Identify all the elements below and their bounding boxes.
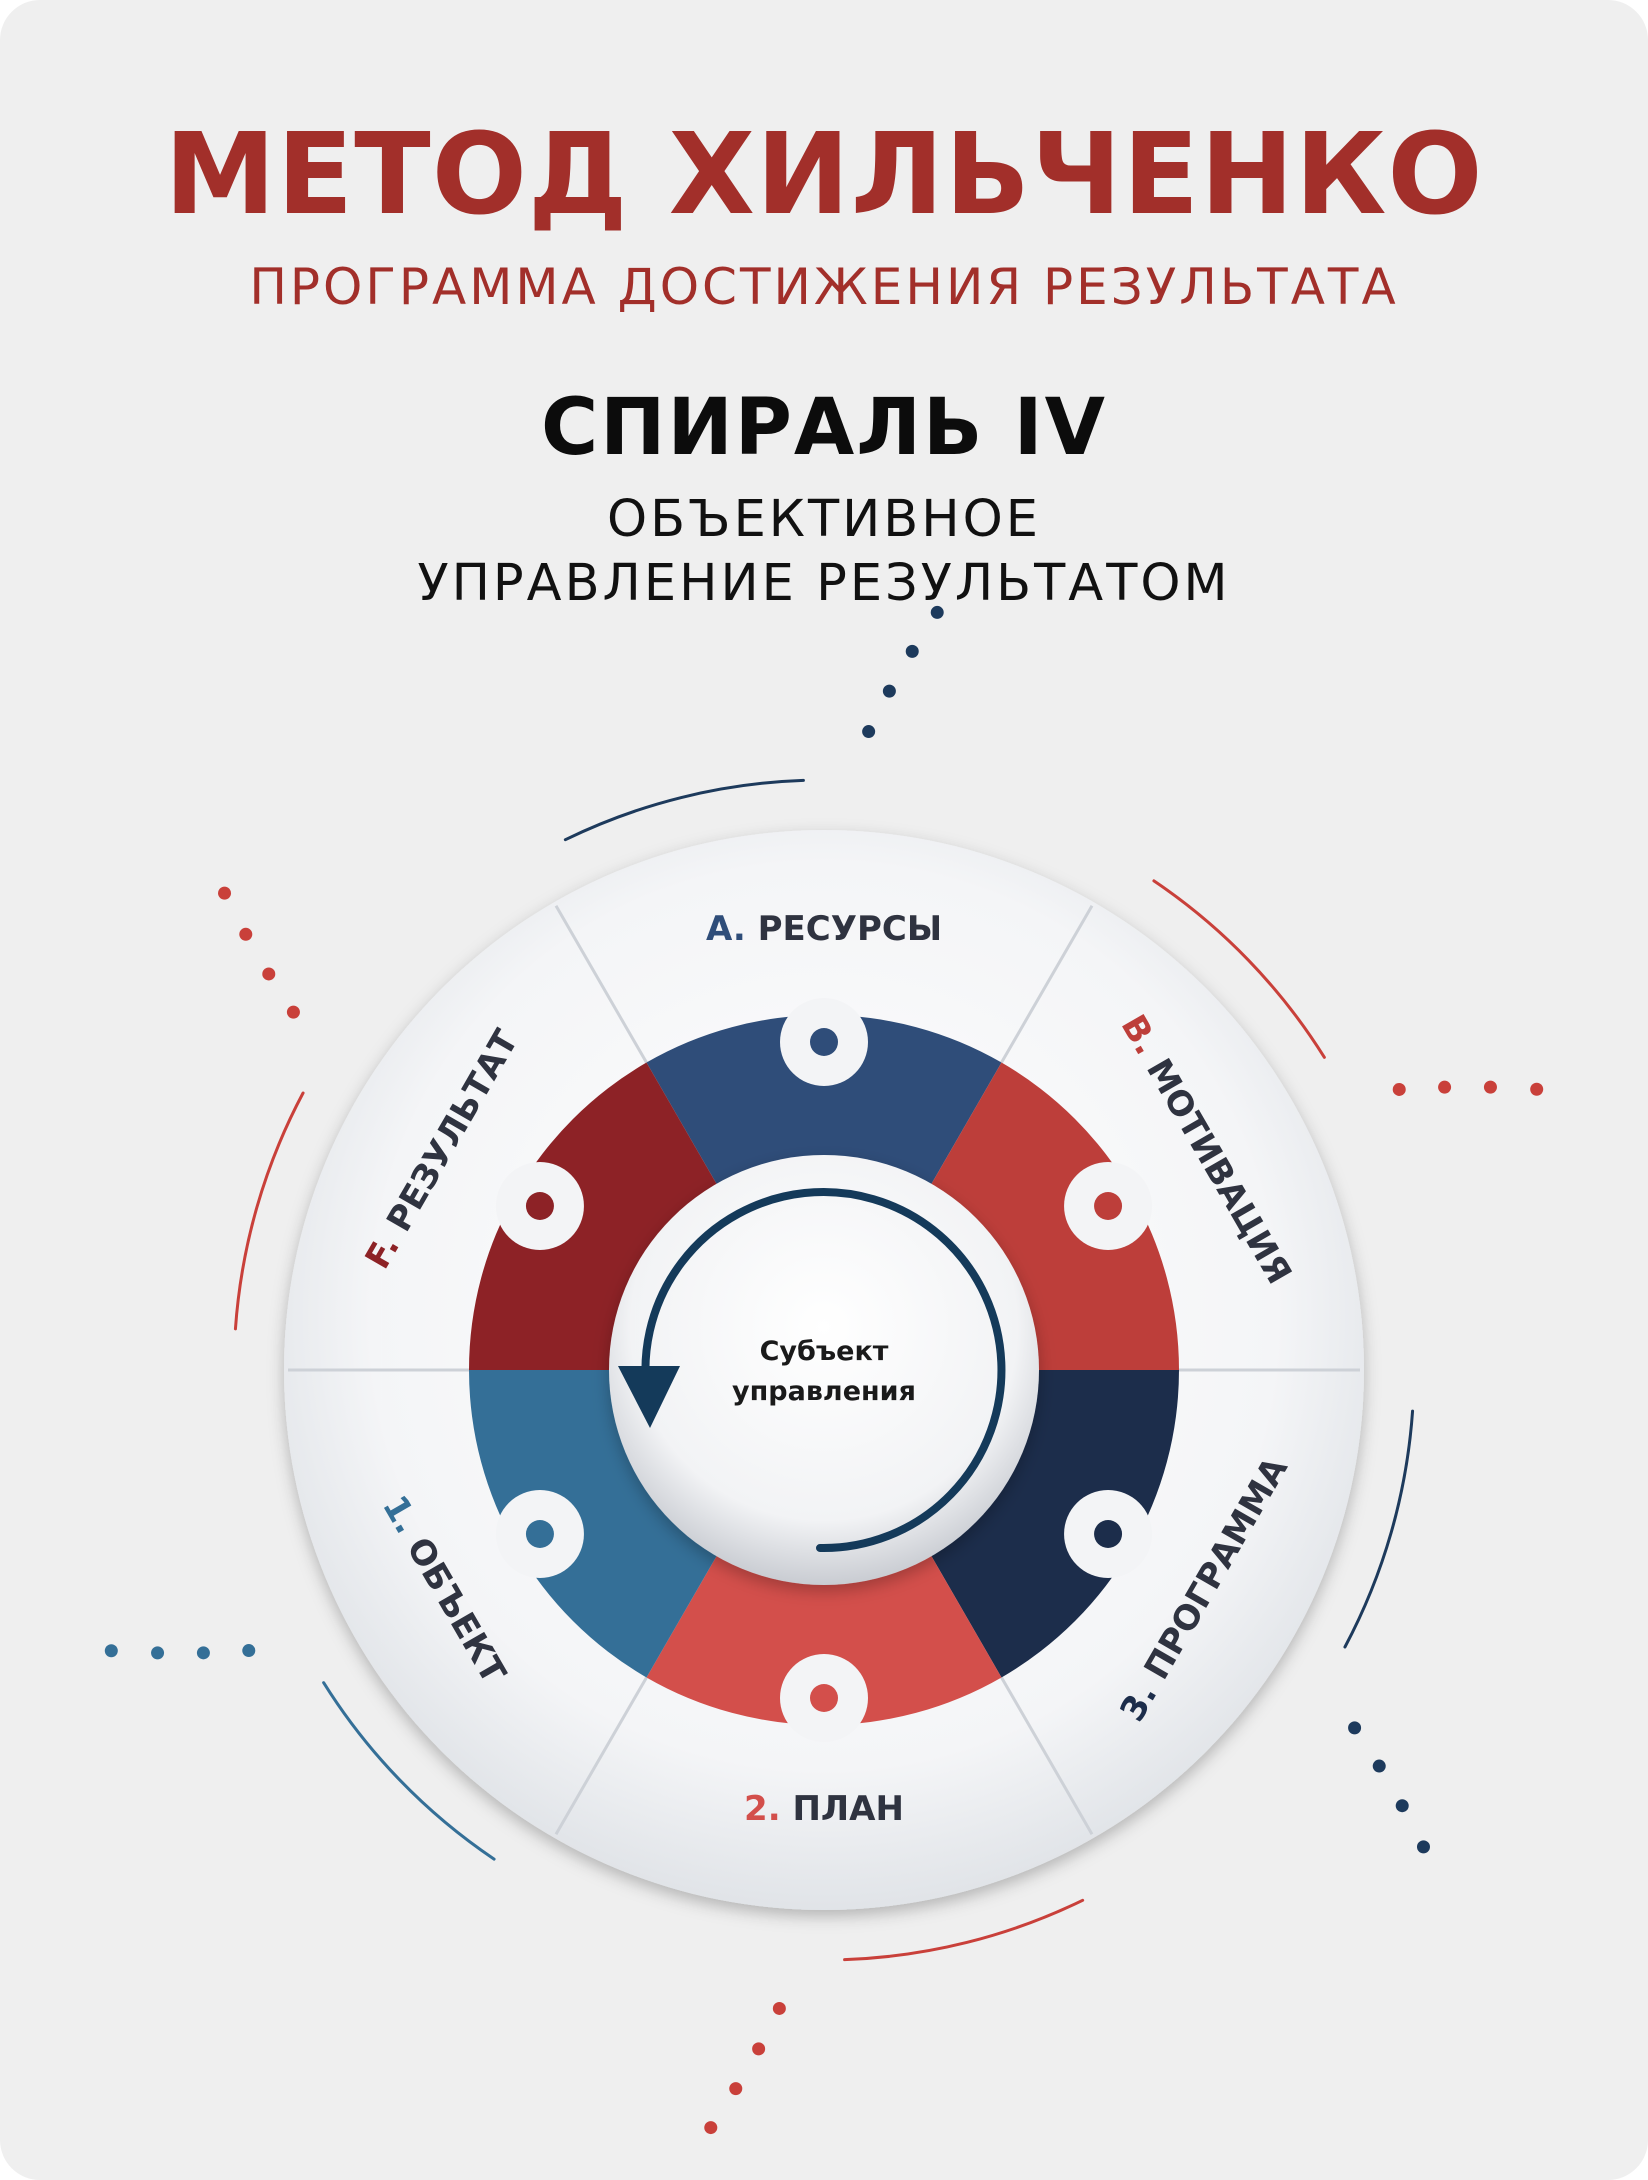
decorative-dot [1395, 1799, 1409, 1813]
decorative-dots [104, 605, 1544, 2135]
decorative-dot [262, 967, 276, 981]
ring-divider-1 [1000, 905, 1094, 1064]
decorative-dot [1392, 1082, 1406, 1096]
decorative-dot [704, 2121, 718, 2135]
decorative-dot [862, 725, 876, 739]
segment-1 [929, 1062, 1179, 1370]
decorative-dot [242, 1644, 256, 1658]
segment-2 [929, 1370, 1179, 1678]
outer-ring-dividers [288, 905, 1360, 1835]
ring-divider-4 [554, 1676, 648, 1835]
decorative-dot [151, 1646, 165, 1660]
spiral-subheading: ОБЪЕКТИВНОЕ УПРАВЛЕНИЕ РЕЗУЛЬТАТОМ [0, 488, 1648, 616]
decorative-dot [1348, 1721, 1362, 1735]
decorative-dot [772, 2001, 786, 2015]
outer-arcs [233, 778, 1415, 1962]
connector-dot-1 [1094, 1192, 1123, 1220]
decorative-dot [218, 886, 232, 900]
segment-0 [646, 1015, 1002, 1189]
segment-4 [469, 1370, 719, 1678]
segment-label-0: A. РЕСУРСЫ [706, 909, 942, 949]
segment-name-0: РЕСУРСЫ [758, 909, 942, 949]
connector-dot-3 [810, 1684, 838, 1712]
decorative-dot [239, 927, 253, 941]
decorative-arc-0 [563, 778, 805, 842]
center-label-line1: Субъект [760, 1336, 889, 1367]
decorative-dot [1530, 1082, 1544, 1096]
decorative-arc-1 [1152, 879, 1326, 1059]
segment-5 [469, 1062, 719, 1370]
decorative-dot [196, 1646, 210, 1660]
connector-dot-2 [1094, 1520, 1123, 1548]
spiral-subheading-line2: УПРАВЛЕНИЕ РЕЗУЛЬТАТОМ [417, 554, 1231, 613]
spiral-heading: СПИРАЛЬ IV [540, 383, 1108, 473]
colored-segments [469, 1015, 1179, 1725]
decorative-dot [286, 1005, 300, 1019]
cycle-arrow-icon [641, 1188, 1006, 1553]
decorative-dot [104, 1644, 118, 1658]
program-subtitle: ПРОГРАММА ДОСТИЖЕНИЯ РЕЗУЛЬТАТА [249, 258, 1399, 316]
decorative-dot [1416, 1840, 1430, 1854]
decorative-arc-5 [233, 1091, 305, 1331]
segment-name-3: ПЛАН [792, 1789, 903, 1829]
segment-label-3: 2. ПЛАН [744, 1789, 904, 1829]
decorative-dot [1483, 1080, 1497, 1094]
segment-3 [646, 1551, 1002, 1725]
decorative-arc-4 [322, 1681, 496, 1861]
segment-prefix-0: A. [706, 909, 758, 949]
spiral-subheading-line1: ОБЪЕКТИВНОЕ [606, 490, 1042, 549]
decorative-arc-3 [843, 1898, 1085, 1962]
center-circle [609, 1155, 1039, 1585]
center-label-line2: управления [732, 1376, 916, 1407]
decorative-dot [729, 2082, 743, 2096]
segment-connectors [495, 998, 1153, 1742]
ring-divider-3 [1000, 1676, 1094, 1835]
decorative-dot [882, 684, 896, 698]
method-title: МЕТОД ХИЛЬЧЕНКО [164, 110, 1484, 240]
decorative-dot [1438, 1080, 1452, 1094]
connector-dot-0 [810, 1028, 838, 1056]
connector-dot-4 [525, 1520, 554, 1548]
decorative-dot [752, 2042, 766, 2056]
connector-dot-5 [525, 1192, 554, 1220]
decorative-arc-2 [1343, 1409, 1415, 1649]
decorative-dot [1372, 1759, 1386, 1773]
ring-divider-0 [554, 905, 648, 1064]
segment-prefix-3: 2. [744, 1789, 792, 1829]
decorative-dot [905, 644, 919, 658]
decorative-dot [930, 605, 944, 619]
cycle-arrowhead-icon [618, 1366, 680, 1428]
